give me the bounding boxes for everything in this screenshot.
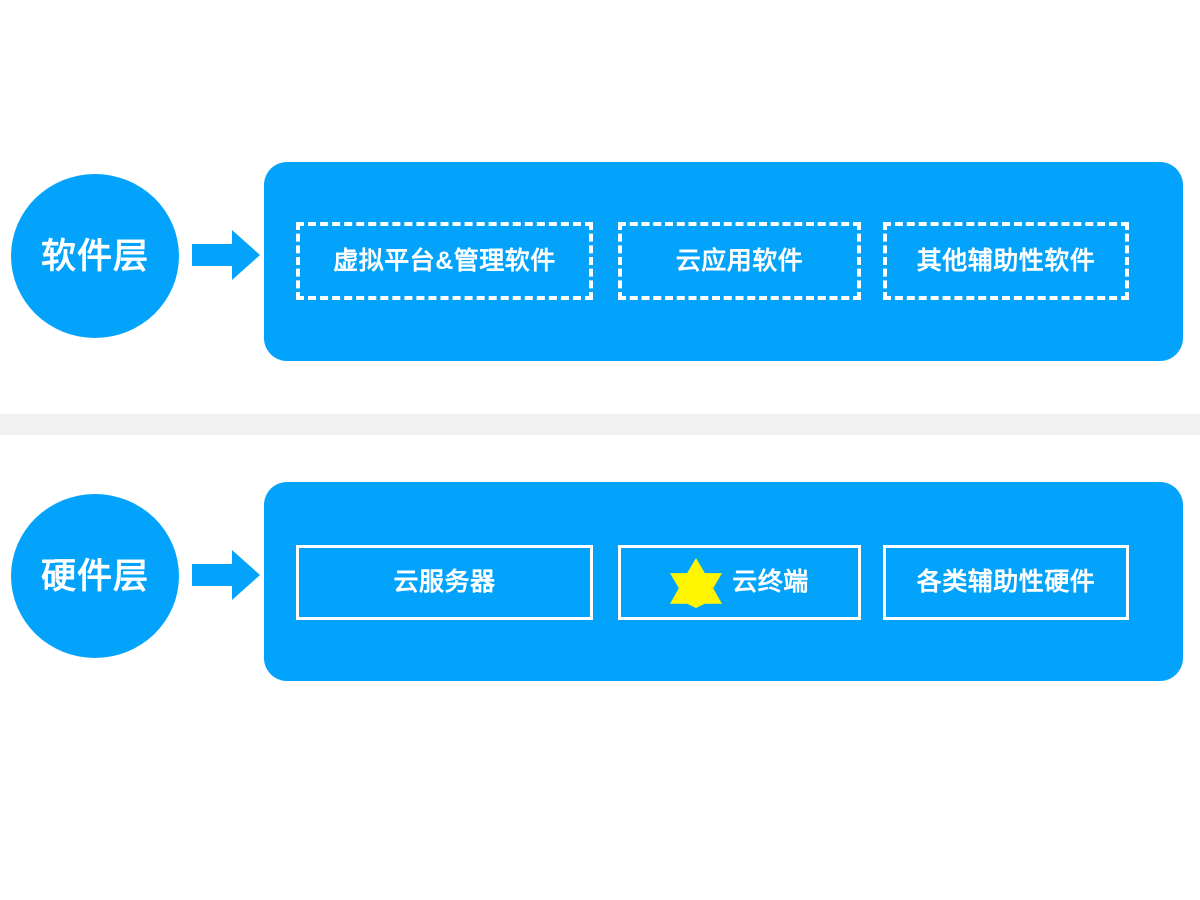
layer-items-hardware: 云服务器 云终端 各类辅助性硬件 [264,545,1183,620]
layer-item-label: 其他辅助性软件 [916,246,1096,275]
right-arrow-icon [192,548,260,602]
layer-item-label: 云服务器 [393,568,496,596]
layer-panel-software: 虚拟平台&管理软件 云应用软件 其他辅助性软件 [264,162,1183,361]
layer-row-software: 软件层 虚拟平台&管理软件 云应用软件 其他辅助性软件 [0,162,1200,362]
layer-badge-software[interactable]: 软件层 [11,174,179,338]
layer-item-box[interactable]: 云服务器 [296,545,593,620]
layer-items-software: 虚拟平台&管理软件 云应用软件 其他辅助性软件 [264,222,1183,300]
layer-row-hardware: 硬件层 云服务器 云终端 各类辅助性硬件 [0,482,1200,682]
section-divider [0,414,1200,435]
layer-panel-hardware: 云服务器 云终端 各类辅助性硬件 [264,482,1183,681]
layer-item-box[interactable]: 各类辅助性硬件 [883,545,1129,620]
layer-item-box[interactable]: 虚拟平台&管理软件 [296,222,593,300]
right-arrow-icon [192,228,260,282]
six-pointed-star-icon [670,557,723,608]
layer-item-label: 虚拟平台&管理软件 [333,246,556,275]
layer-item-label: 云应用软件 [675,246,804,275]
layer-item-label: 云终端 [732,568,809,596]
layer-badge-label-software: 软件层 [40,236,149,276]
layer-badge-hardware[interactable]: 硬件层 [11,494,179,658]
layer-item-box[interactable]: 其他辅助性软件 [883,222,1129,300]
layer-item-label: 各类辅助性硬件 [916,568,1096,596]
layer-item-box[interactable]: 云终端 [618,545,861,620]
layer-badge-label-hardware: 硬件层 [40,556,149,596]
layer-item-box[interactable]: 云应用软件 [618,222,861,300]
